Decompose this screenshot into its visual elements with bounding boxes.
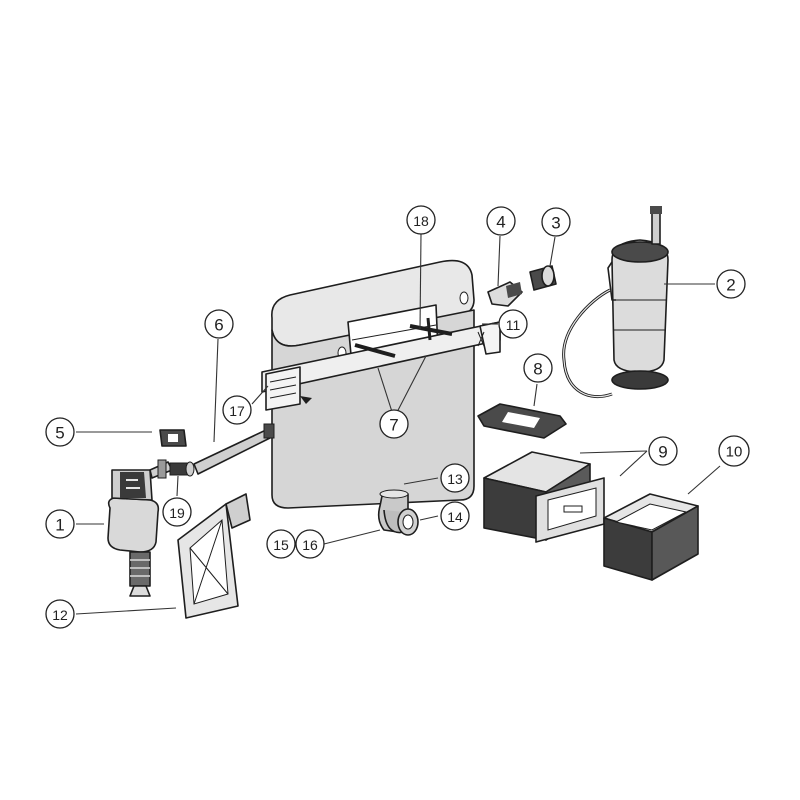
callout-label: 12	[52, 607, 68, 623]
callout-14: 14	[440, 501, 470, 531]
callout-5: 5	[45, 417, 75, 447]
outlet-elbow	[377, 489, 419, 536]
callout-label: 15	[273, 537, 289, 553]
callout-label: 6	[214, 316, 223, 335]
push-button-connector	[529, 265, 557, 291]
callout-label: 5	[55, 424, 64, 443]
flush-plate-bracket	[477, 403, 567, 439]
air-tube-adaptor	[487, 281, 523, 307]
supply-pipe	[193, 423, 275, 475]
callout-label: 1	[55, 516, 64, 535]
callout-label: 7	[389, 416, 398, 435]
fill-valve	[107, 459, 173, 597]
callout-12: 12	[45, 599, 75, 629]
callout-1: 1	[45, 509, 75, 539]
access-duct	[603, 493, 699, 581]
callout-7: 7	[379, 409, 409, 439]
internal-bracket	[354, 317, 453, 358]
filter-frame	[177, 493, 251, 619]
callout-label: 4	[496, 213, 505, 232]
callout-label: 11	[506, 317, 521, 333]
callout-8: 8	[523, 353, 553, 383]
callout-label: 16	[302, 537, 318, 553]
callout-9: 9	[648, 436, 678, 466]
callout-6: 6	[204, 309, 234, 339]
flush-valve	[562, 206, 669, 399]
access-frame	[483, 451, 605, 543]
valve-connector	[169, 461, 195, 477]
callout-13: 13	[440, 463, 470, 493]
callout-16: 16	[295, 529, 325, 559]
callout-label: 9	[658, 443, 667, 462]
mounting-rail	[261, 321, 501, 411]
callout-label: 8	[533, 360, 542, 379]
callout-15: 15	[266, 529, 296, 559]
callout-4: 4	[486, 206, 516, 236]
callout-11: 11	[498, 309, 528, 339]
callout-label: 17	[229, 403, 245, 419]
callout-label: 18	[413, 213, 429, 229]
callout-10: 10	[718, 435, 750, 467]
callout-label: 3	[551, 214, 560, 233]
leader-lines	[75, 233, 721, 615]
callout-label: 14	[447, 509, 463, 525]
callout-18: 18	[406, 205, 436, 235]
callout-label: 10	[726, 444, 743, 461]
callout-17: 17	[222, 395, 252, 425]
callout-3: 3	[541, 207, 571, 237]
callout-19: 19	[162, 497, 192, 527]
callout-label: 13	[447, 471, 463, 487]
callout-2: 2	[716, 269, 746, 299]
valve-clip	[159, 429, 187, 447]
callout-label: 2	[726, 276, 735, 295]
callout-label: 19	[169, 505, 185, 521]
